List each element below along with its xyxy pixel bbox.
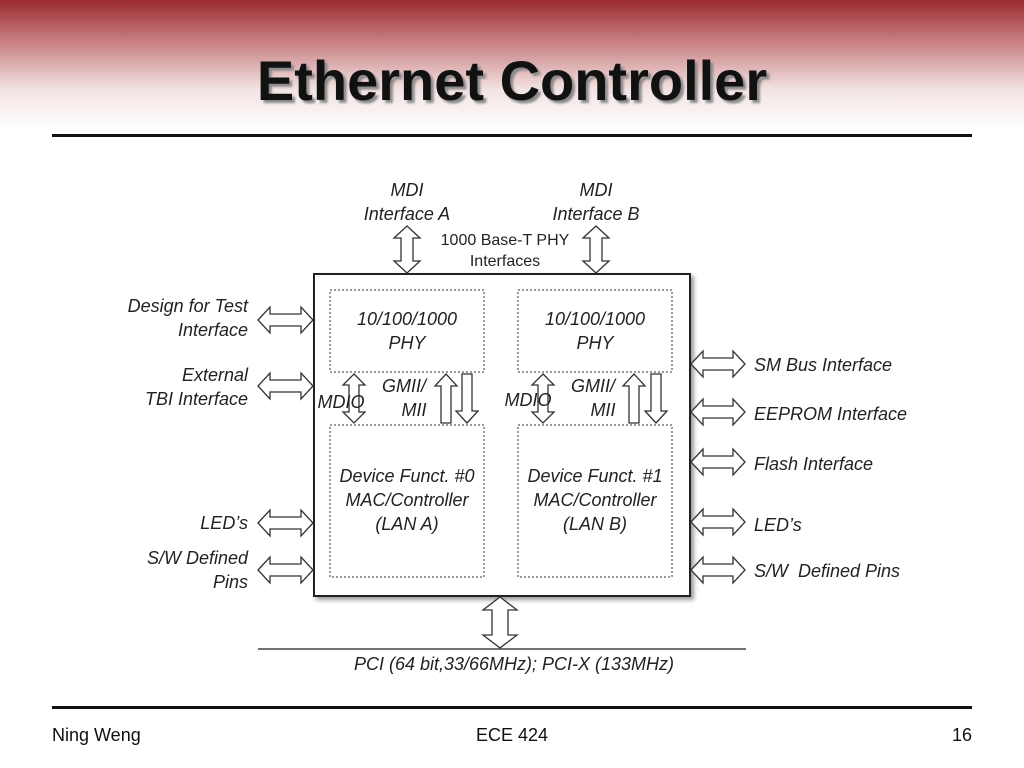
device-b-label-line3: (LAN B) <box>563 514 627 534</box>
pci-bus-arrow <box>481 596 519 649</box>
footer-author: Ning Weng <box>52 725 141 745</box>
mdi-a-label-line1: MDI <box>391 180 424 200</box>
mdio-b-label: MDIO <box>505 390 552 410</box>
device-a-label-line2: MAC/Controller <box>345 490 469 510</box>
left-interface-tbi-line1: External <box>182 365 249 385</box>
mdi-b-label-line1: MDI <box>580 180 613 200</box>
mdio-a-arrow <box>341 373 367 424</box>
left-interface-sw-line2: Pins <box>213 572 248 592</box>
left-interface-arrow-1 <box>257 305 314 335</box>
footer-course: ECE 424 <box>475 725 549 745</box>
right-interface-flash: Flash Interface <box>754 454 873 474</box>
title-band <box>0 0 1024 140</box>
gmii-a-arrow-down <box>454 373 480 424</box>
mdi-a-arrow <box>392 225 422 274</box>
gmii-b-label-line2: MII <box>591 400 616 420</box>
gmii-a-label-line1: GMII/ <box>382 376 428 396</box>
right-interface-eeprom: EEPROM Interface <box>754 404 907 424</box>
phy-b-label-line2: PHY <box>576 333 615 353</box>
footer-divider <box>52 706 972 709</box>
phy-b-label-line1: 10/100/1000 <box>545 309 645 329</box>
left-interface-tbi-line2: TBI Interface <box>145 389 248 409</box>
phy-a-label-line2: PHY <box>388 333 427 353</box>
gmii-a-label-line2: MII <box>402 400 427 420</box>
gmii-b-label-line1: GMII/ <box>571 376 617 396</box>
right-interface-smbus: SM Bus Interface <box>754 355 892 375</box>
left-interface-leds: LED’s <box>200 513 248 533</box>
left-interface-dft-line2: Interface <box>178 320 248 340</box>
right-interface-arrow-2 <box>690 397 746 427</box>
device-a-label-line3: (LAN A) <box>375 514 438 534</box>
device-b-label-line1: Device Funct. #1 <box>527 466 662 486</box>
controller-block <box>313 273 691 597</box>
phy-b-block <box>517 289 673 373</box>
mdio-b-arrow <box>530 373 556 424</box>
gmii-b-arrow-down <box>643 373 669 424</box>
device-b-block <box>517 424 673 578</box>
gmii-a-arrow-up <box>433 373 459 424</box>
pci-bus-label: PCI (64 bit,33/66MHz); PCI-X (133MHz) <box>354 654 674 674</box>
title-divider <box>52 134 972 137</box>
mdi-b-arrow <box>581 225 611 274</box>
left-interface-arrow-4 <box>257 555 314 585</box>
right-interface-sw: S/W Defined Pins <box>754 561 900 581</box>
phy-a-block <box>329 289 485 373</box>
left-interface-sw-line1: S/W Defined <box>147 548 249 568</box>
device-b-label-line2: MAC/Controller <box>533 490 657 510</box>
slide-title: Ethernet Controller <box>256 49 768 112</box>
right-interface-arrow-1 <box>690 349 746 379</box>
right-interface-leds: LED’s <box>754 515 802 535</box>
device-a-label-line1: Device Funct. #0 <box>339 466 474 486</box>
footer-page-number: 16 <box>951 725 972 745</box>
mdi-a-label-line2: Interface A <box>364 204 450 224</box>
gmii-b-arrow-up <box>621 373 647 424</box>
mdi-b-label-line2: Interface B <box>552 204 639 224</box>
left-interface-dft-line1: Design for Test <box>128 296 249 316</box>
device-a-block <box>329 424 485 578</box>
mdio-a-label: MDIO <box>318 392 365 412</box>
right-interface-arrow-5 <box>690 555 746 585</box>
right-interface-arrow-4 <box>690 507 746 537</box>
phy-a-label-line1: 10/100/1000 <box>357 309 457 329</box>
left-interface-arrow-3 <box>257 508 314 538</box>
phy-interfaces-label-line1: 1000 Base-T PHY <box>441 232 570 249</box>
phy-interfaces-label-line2: Interfaces <box>470 253 540 270</box>
arrows-layer <box>257 225 746 649</box>
right-interface-arrow-3 <box>690 447 746 477</box>
left-interface-arrow-2 <box>257 371 314 401</box>
